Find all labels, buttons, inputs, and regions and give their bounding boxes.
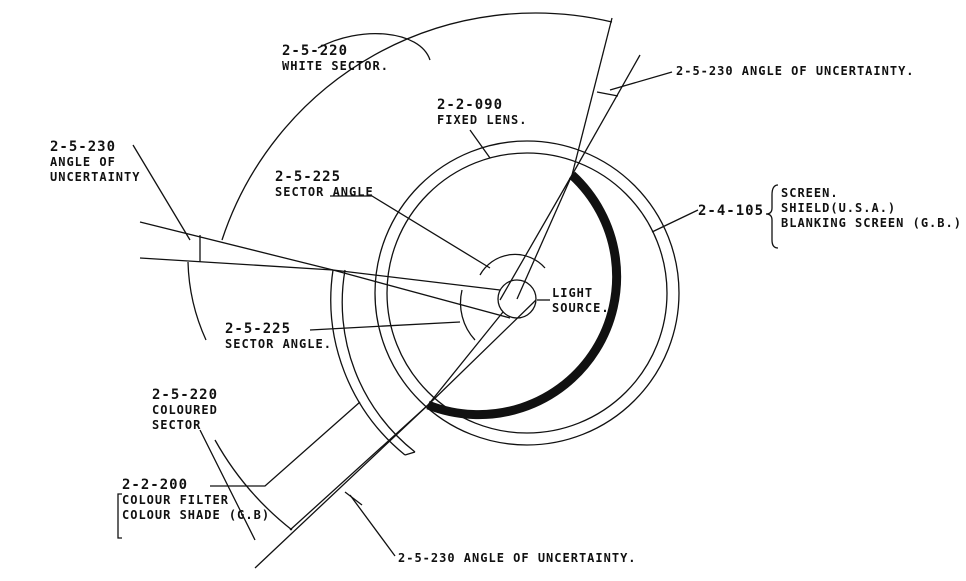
ray-bottom-2 xyxy=(289,404,429,531)
ray-left-4 xyxy=(332,269,511,319)
leader-top-uncertainty xyxy=(609,71,673,91)
colour-filter-outer-arc xyxy=(330,269,406,456)
sector-angle-arc-top xyxy=(479,253,546,276)
ray-top-4 xyxy=(499,174,573,301)
bottom-uncertainty-label: 2-5-230 ANGLE OF UNCERTAINTY. xyxy=(398,551,637,565)
colour-filter-label: 2-2-200 COLOUR FILTER COLOUR SHADE (G.B) xyxy=(122,478,270,523)
ray-bottom-1 xyxy=(254,404,429,569)
screen-label: SCREEN. SHIELD(U.S.A.) BLANKING SCREEN (… xyxy=(781,186,962,231)
uncertainty-arc-top xyxy=(596,91,619,97)
white-sector-code: 2-5-220 xyxy=(282,43,349,59)
left-uncertainty-code: 2-5-230 xyxy=(50,139,117,155)
fixed-lens-code: 2-2-090 xyxy=(437,97,504,113)
sector-angle-top-text: SECTOR ANGLE xyxy=(275,185,374,199)
ray-left-3 xyxy=(332,269,501,291)
sector-angle-bottom-text: SECTOR ANGLE. xyxy=(225,337,332,351)
ray-bottom-4 xyxy=(427,299,537,406)
leader-sector-angle-bottom xyxy=(309,321,461,331)
sector-angle-top-code: 2-5-225 xyxy=(275,169,342,185)
ray-left-1 xyxy=(139,257,334,271)
colour-filter-end xyxy=(404,451,416,456)
ray-left-2 xyxy=(139,221,334,271)
left-uncertainty-line1: ANGLE OF xyxy=(50,155,116,169)
leader-colour-filter xyxy=(210,401,361,487)
screen-code: 2-4-105 xyxy=(698,203,765,219)
blanking-screen-arc xyxy=(426,171,622,420)
leader-screen xyxy=(651,209,699,233)
leader-left-uncertainty xyxy=(132,144,191,241)
colour-filter-code: 2-2-200 xyxy=(122,477,189,493)
light-source-line1: LIGHT xyxy=(552,286,594,300)
top-uncertainty-label: 2-5-230 ANGLE OF UNCERTAINTY. xyxy=(676,64,915,78)
light-source-line2: SOURCE. xyxy=(552,301,610,315)
screen-brace xyxy=(765,184,779,249)
white-sector-dimension-arc xyxy=(221,12,613,241)
leader-coloured-sector xyxy=(199,429,256,541)
colour-filter-line2: COLOUR SHADE (G.B) xyxy=(122,508,271,522)
white-sector-text: WHITE SECTOR. xyxy=(282,59,389,73)
leader-sector-angle-top xyxy=(330,195,491,269)
fixed-lens-outer xyxy=(374,140,680,446)
ray-top-1 xyxy=(571,17,613,176)
screen-code-label: 2-4-105 xyxy=(698,204,764,219)
screen-line3: BLANKING SCREEN (G.B.) xyxy=(781,216,962,230)
sector-angle-top-label: 2-5-225 SECTOR ANGLE xyxy=(275,170,374,200)
fixed-lens-text: FIXED LENS. xyxy=(437,113,528,127)
screen-line1: SCREEN. xyxy=(781,186,839,200)
coloured-sector-code: 2-5-220 xyxy=(152,387,219,403)
sector-angle-bottom-label: 2-5-225 SECTOR ANGLE. xyxy=(225,322,332,352)
left-uncertainty-line2: UNCERTAINTY xyxy=(50,170,141,184)
colour-filter-line1: COLOUR FILTER xyxy=(122,493,229,507)
sector-angle-arc-bottom xyxy=(459,289,476,341)
colour-filter-brace xyxy=(117,493,122,539)
screen-line2: SHIELD(U.S.A.) xyxy=(781,201,897,215)
coloured-sector-dimension-arc-2 xyxy=(214,439,293,531)
fixed-lens-label: 2-2-090 FIXED LENS. xyxy=(437,98,527,128)
ray-top-2 xyxy=(571,54,641,176)
ray-top-3 xyxy=(516,174,573,300)
coloured-sector-label: 2-5-220 COLOURED SECTOR xyxy=(152,388,218,433)
sector-angle-bottom-code: 2-5-225 xyxy=(225,321,292,337)
uncertainty-arc-bottom xyxy=(344,491,363,506)
white-sector-label: 2-5-220 WHITE SECTOR. xyxy=(282,44,389,74)
leader-white-sector xyxy=(317,32,431,61)
left-uncertainty-label: 2-5-230 ANGLE OF UNCERTAINTY xyxy=(50,140,140,185)
coloured-sector-dimension-arc xyxy=(187,261,207,341)
fixed-lens-inner xyxy=(386,152,668,434)
coloured-sector-line2: SECTOR xyxy=(152,418,202,432)
leader-fixed-lens xyxy=(469,129,491,159)
leader-bottom-uncertainty xyxy=(349,494,396,557)
ray-bottom-3 xyxy=(427,311,504,406)
coloured-sector-line1: COLOURED xyxy=(152,403,218,417)
light-source-label: LIGHT SOURCE. xyxy=(552,286,610,316)
